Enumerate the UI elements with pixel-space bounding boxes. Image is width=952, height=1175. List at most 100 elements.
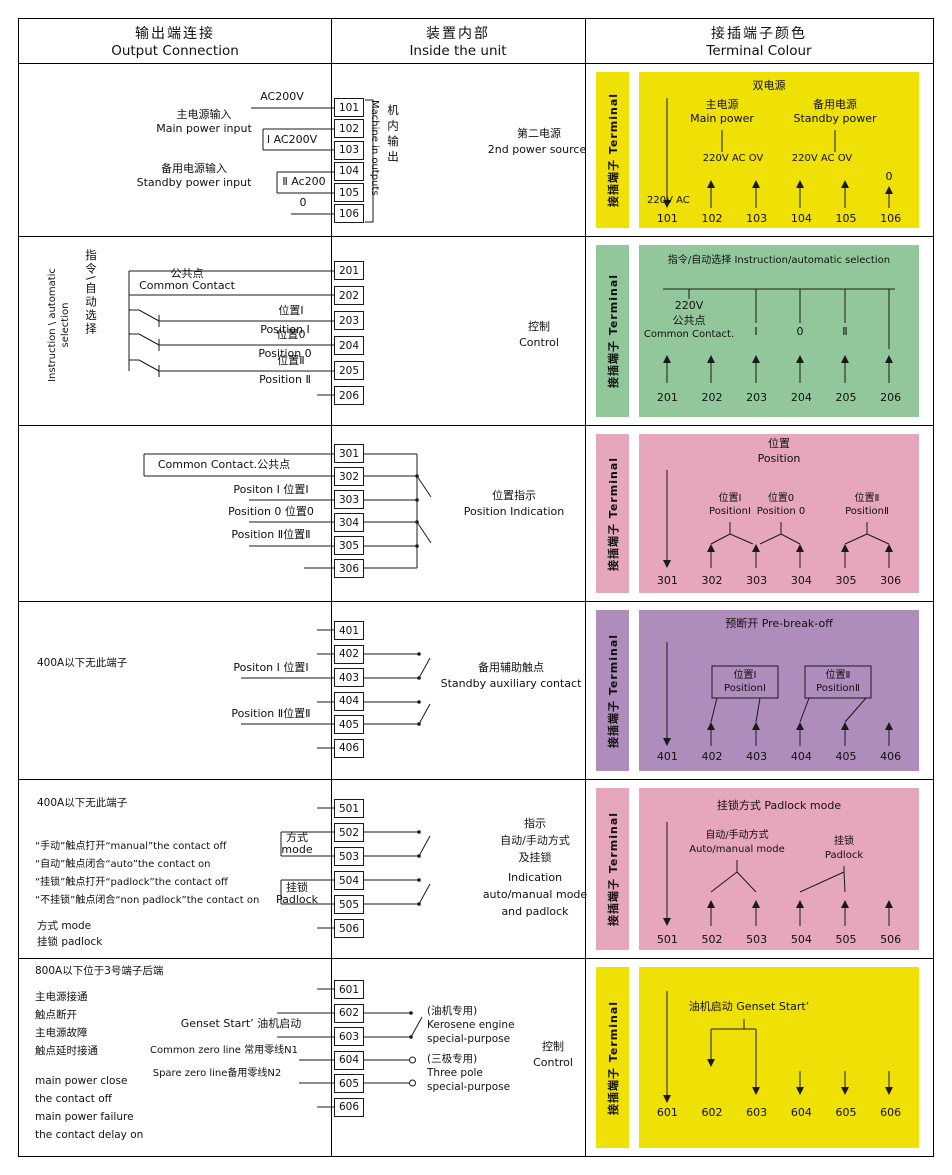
panel-pos2-en: PositionⅡ: [845, 506, 889, 517]
machine-outputs-vertical-zh: 机内输出: [386, 104, 400, 166]
panel-wiring-svg: [663, 642, 893, 746]
terminal-strip: 接插端子 Terminal: [596, 434, 629, 593]
terminal-colour-panel-pink: 挂锁方式 Padlock mode 自动/手动方式 Auto/manual mo…: [639, 788, 919, 950]
label-indication-zh1: 指示: [524, 817, 546, 830]
label-position2: Position Ⅱ位置Ⅱ: [231, 707, 311, 720]
label-2nd-power-zh: 第二电源: [517, 127, 561, 140]
label-common-contact: Common Contact.公共点: [157, 458, 291, 471]
label-main-power-on: 主电源接通: [35, 991, 88, 1003]
label-mode-bottom: 方式 mode: [37, 920, 92, 932]
label-main-power-input-en: Main power input: [156, 122, 252, 135]
panel-main-power-en: Main power: [690, 112, 754, 125]
terminal-box: 603: [334, 1027, 364, 1046]
terminal-box: 501: [334, 799, 364, 818]
instruction-selection-vertical-en: Instruction \ automatic selection: [47, 268, 71, 382]
terminal-box: 203: [334, 311, 364, 330]
label-position2-zh: 位置Ⅱ: [277, 354, 305, 367]
label-standby-power-input-zh: 备用电源输入: [161, 162, 227, 175]
terminal-colour-panel-pink: 位置 Position 位置Ⅰ PositionⅠ 位置0 Position 0…: [639, 434, 919, 593]
label-common-zero-line: Common zero line 常用零线N1: [150, 1045, 298, 1056]
label-padlock-en: Padlock: [275, 893, 319, 906]
label-contact-off-en: the contact off: [35, 1093, 112, 1105]
terminal-strip-label: 接插端子 Terminal: [606, 633, 620, 748]
terminal-box: 502: [334, 823, 364, 842]
wiring-svg: [280, 807, 431, 929]
terminal-colour-panel-yellow: 双电源 主电源 Main power 备用电源 Standby power 22…: [639, 72, 919, 228]
terminal-number: 206: [880, 391, 902, 404]
terminal-number: 305: [835, 574, 857, 587]
terminal-number: 601: [656, 1106, 678, 1119]
panel-padlock-mode-title: 挂锁方式 Padlock mode: [716, 799, 842, 812]
terminal-number: 505: [835, 933, 857, 946]
label-genset-start: Genset Start’ 油机启动: [180, 1017, 302, 1030]
label-control-en: Control: [519, 336, 559, 349]
terminal-number: 205: [835, 391, 857, 404]
terminal-number: 501: [656, 933, 678, 946]
terminal-box: 404: [334, 691, 364, 711]
label-nonpadlock-on: “不挂锁”触点闭合“non padlock”the contact on: [35, 895, 260, 906]
panel-pos1-en: PositionⅠ: [709, 506, 751, 517]
terminal-number: 604: [790, 1106, 812, 1119]
terminal-box: 601: [334, 980, 364, 999]
label-400a-note: 400A以下无此端子: [37, 657, 128, 669]
panel-mark-0: 0: [796, 325, 804, 338]
label-ac200v-out: AC200V: [260, 90, 304, 103]
panel-pos2-en: PositionⅡ: [816, 683, 860, 694]
header-inside-unit: 装置内部 Inside the unit: [331, 19, 585, 63]
label-800a-note: 800A以下位于3号端子后端: [35, 965, 164, 977]
label-position1: Positon Ⅰ 位置Ⅰ: [233, 661, 309, 674]
wiring-svg: [277, 988, 423, 1108]
terminal-box: 105: [334, 183, 364, 203]
terminal-number: 502: [701, 933, 723, 946]
label-kerosene-zh: (油机专用): [427, 1005, 478, 1017]
label-position0-en: Position 0: [258, 347, 312, 360]
label-manual-off: “手动”触点打开“manual”the contact off: [35, 841, 227, 852]
terminal-box: 402: [334, 644, 364, 664]
terminal-box: 304: [334, 513, 364, 532]
terminal-strip-label: 接插端子 Terminal: [606, 92, 620, 208]
label-position2: Position Ⅱ位置Ⅱ: [231, 528, 311, 541]
label-ac200-standby: Ⅱ Ac200: [282, 175, 326, 188]
header-inside-unit-zh: 装置内部: [426, 26, 490, 42]
panel-main-power-zh: 主电源: [705, 98, 739, 111]
terminal-strip-label: 接插端子 Terminal: [606, 273, 620, 389]
label-mode-zh: 方式: [286, 831, 308, 844]
label-contact-off-zh: 触点断开: [35, 1009, 77, 1021]
terminal-box: 102: [334, 119, 364, 139]
terminal-number: 606: [880, 1106, 902, 1119]
label-control-zh: 控制: [528, 320, 550, 333]
terminal-strip: 接插端子 Terminal: [596, 967, 629, 1148]
label-position-indication-en: Position Indication: [463, 505, 565, 518]
wiring-diagram: 输出端连接 Output Connection 装置内部 Inside the …: [18, 18, 934, 1157]
terminal-colour-panel-green: 指令/自动选择 Instruction/automatic selection …: [639, 245, 919, 417]
label-standby-aux-en: Standby auxiliary contact: [440, 677, 582, 690]
terminal-number: 306: [880, 574, 902, 587]
terminal-number: 506: [880, 933, 902, 946]
header-terminal-colour: 接插端子颜色 Terminal Colour: [585, 19, 933, 63]
panel-standby-power-zh: 备用电源: [813, 98, 857, 111]
panel-wiring-svg: [663, 288, 895, 383]
panel-common-en: Common Contact.: [643, 329, 735, 340]
terminal-box: 103: [334, 140, 364, 160]
label-standby-power-input-en: Standby power input: [136, 176, 252, 189]
label-main-power-input-zh: 主电源输入: [176, 108, 232, 121]
panel-prebreak-title: 预断开 Pre-break-off: [725, 617, 833, 630]
terminal-number: 503: [746, 933, 768, 946]
terminal-number: 406: [880, 750, 902, 763]
terminal-box: 403: [334, 668, 364, 687]
label-position1: Positon Ⅰ 位置Ⅰ: [233, 483, 309, 496]
terminal-box: 506: [334, 919, 364, 938]
terminal-box: 206: [334, 386, 364, 405]
terminal-colour-panel-purple: 预断开 Pre-break-off 位置Ⅰ PositionⅠ 位置Ⅱ Posi…: [639, 610, 919, 771]
label-zero: 0: [299, 196, 307, 209]
